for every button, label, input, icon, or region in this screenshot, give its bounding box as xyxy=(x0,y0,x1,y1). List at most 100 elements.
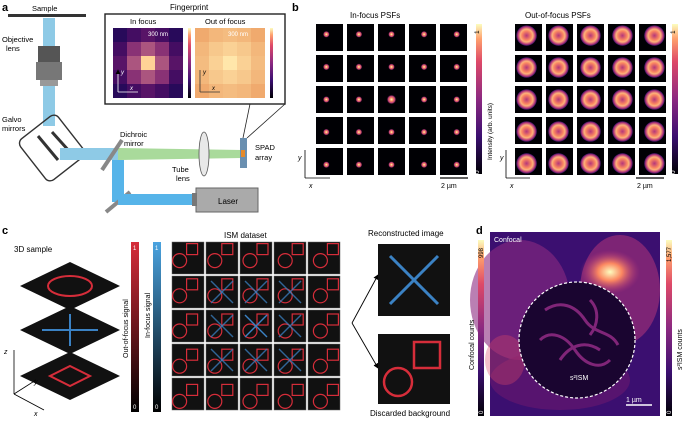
tube-label-1: Tube xyxy=(172,165,189,174)
fingerprint-cell xyxy=(169,70,183,84)
psf-spot xyxy=(420,96,428,103)
psf-ring xyxy=(580,121,601,142)
ism-cross-b xyxy=(244,280,268,304)
fp-in-colorbar xyxy=(188,28,191,98)
ism-tile xyxy=(171,275,205,309)
fingerprint-cell xyxy=(209,28,223,42)
psf-spot xyxy=(322,63,330,71)
plane-bottom xyxy=(20,352,120,400)
psf-ring xyxy=(548,57,569,78)
ism-tile xyxy=(307,241,341,275)
psf-spot xyxy=(355,30,363,38)
ism-square xyxy=(221,313,234,326)
psf-spot xyxy=(322,30,330,38)
fingerprint-cell xyxy=(169,84,183,98)
svg-text:x: x xyxy=(129,86,134,92)
fingerprint-cell xyxy=(127,42,141,56)
psf-ring xyxy=(516,25,537,46)
fingerprint-cell xyxy=(141,42,155,56)
s2ism-colorbar xyxy=(666,240,672,416)
psf-tile xyxy=(440,117,467,144)
fingerprint-cell xyxy=(169,56,183,70)
psf-in-axes: y x xyxy=(297,150,330,190)
c-axes: z y x xyxy=(3,349,45,418)
fingerprint-cell xyxy=(209,70,223,84)
ism-tile xyxy=(171,377,205,411)
ism-circle xyxy=(277,393,293,409)
ism-square xyxy=(326,313,339,326)
ism-tile xyxy=(273,241,307,275)
ism-circle xyxy=(207,358,223,374)
oof-bar-max: 1 xyxy=(133,246,137,252)
psf-spot xyxy=(322,128,330,136)
galvo-label-1: Galvo xyxy=(2,115,22,124)
ism-circle xyxy=(277,358,293,374)
fingerprint-cell xyxy=(155,56,169,70)
galvo-mirrors xyxy=(18,114,86,182)
svg-text:x: x xyxy=(33,411,38,418)
psf-out-colorbar xyxy=(672,24,678,174)
psf-spot xyxy=(322,161,330,169)
psf-tile xyxy=(409,24,436,51)
ism-circle xyxy=(242,288,258,304)
ism-dataset-title: ISM dataset xyxy=(224,231,267,240)
fingerprint-cell xyxy=(251,84,265,98)
tube-label-2: lens xyxy=(176,174,190,183)
fingerprint-cell xyxy=(113,84,127,98)
psf-tile xyxy=(440,148,467,175)
ism-square xyxy=(256,278,269,291)
psf-ring xyxy=(644,57,665,78)
fingerprint-cell xyxy=(141,28,155,42)
psf-tile xyxy=(316,148,343,175)
psf-spot xyxy=(355,63,363,71)
ism-cross-b xyxy=(210,280,234,304)
s2ism-cbar-label: s²ISM counts xyxy=(677,329,684,370)
fingerprint-cell xyxy=(223,84,237,98)
fingerprint-cell xyxy=(223,70,237,84)
fingerprint-cell xyxy=(237,42,251,56)
psf-ring xyxy=(580,25,601,46)
panel-label-b: b xyxy=(292,2,299,14)
spad-label-2: array xyxy=(255,153,272,162)
ism-square xyxy=(291,278,304,291)
ism-circle xyxy=(277,288,293,304)
fingerprint-cell xyxy=(169,42,183,56)
panel-label-d: d xyxy=(476,225,483,237)
ism-circle xyxy=(242,393,258,409)
psf-spot xyxy=(420,161,428,169)
psf-spot xyxy=(388,63,395,71)
ism-circle xyxy=(207,393,223,409)
ism-circle xyxy=(172,393,188,409)
ism-square xyxy=(291,243,304,256)
panel-label-c: c xyxy=(2,225,8,237)
if-bar-max: 1 xyxy=(155,246,159,252)
ism-square xyxy=(186,313,199,326)
beam-top xyxy=(43,18,55,48)
ism-circle xyxy=(207,253,223,269)
fingerprint-cell xyxy=(113,56,127,70)
s2ism-cbar-max: 1,577 xyxy=(667,246,673,262)
psf-tile xyxy=(409,148,436,175)
sample-slide xyxy=(8,14,86,17)
ism-square xyxy=(256,383,269,396)
psf-spot xyxy=(453,30,461,38)
laser-beam-horizontal xyxy=(118,194,198,205)
psf-ring xyxy=(516,57,537,78)
spad-label-1: SPAD xyxy=(255,143,275,152)
psf-tile xyxy=(440,24,467,51)
oof-bar-min: 0 xyxy=(133,405,137,411)
dichroic-label-1: Dichroic xyxy=(120,130,147,139)
psf-spot xyxy=(453,96,461,103)
fingerprint-cell xyxy=(141,84,155,98)
ism-circle xyxy=(207,288,223,304)
psf-tile xyxy=(316,55,343,82)
fingerprint-cell xyxy=(127,84,141,98)
confocal-cbar-min: 0 xyxy=(479,410,485,414)
ism-circle xyxy=(312,358,328,374)
svg-text:x: x xyxy=(509,183,514,190)
psf-tile xyxy=(316,117,343,144)
psf-in-cbar-max: 1 xyxy=(474,30,481,34)
svg-text:x: x xyxy=(308,183,313,190)
psf-ring xyxy=(612,57,633,78)
in-focus-psf-grid xyxy=(316,24,467,175)
